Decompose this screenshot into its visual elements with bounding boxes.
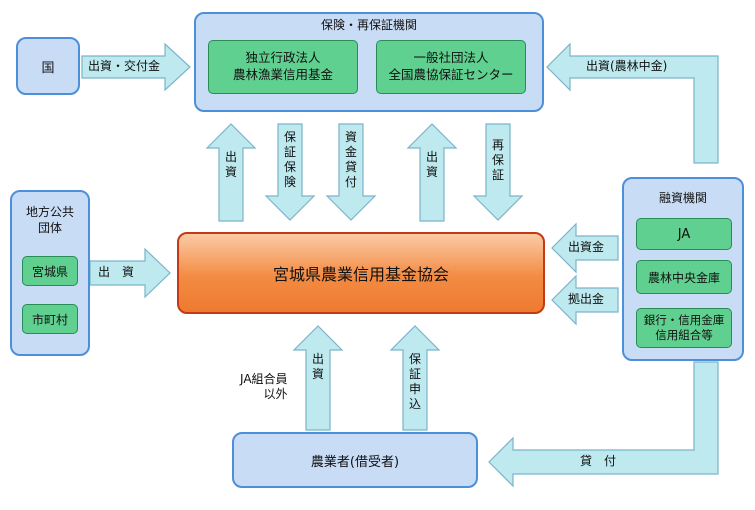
arrow-finance-contribution (551, 222, 619, 274)
label-farmer-up-note: JA組合員 以外 (240, 372, 288, 401)
label-finance-to-farmer: 貸 付 (580, 454, 617, 468)
label-finance-deposit: 拠出金 (568, 292, 605, 306)
arrow-kuni-to-insurance (81, 42, 191, 92)
label-main-up-1: 出資 (224, 150, 237, 179)
node-center: 一般社団法人 全国農協保証センター (376, 40, 526, 94)
label-main-up-2: 出資 (425, 150, 438, 179)
arrow-farmer-up-contribution (292, 325, 344, 431)
node-banks: 銀行・信用金庫 信用組合等 (636, 308, 732, 348)
arrow-local-to-main (89, 247, 171, 299)
arrow-main-up-2 (406, 123, 458, 222)
node-fund: 独立行政法人 農林漁業信用基金 (208, 40, 358, 94)
finance-title: 融資機関 (658, 191, 707, 205)
node-kuni: 国 (16, 37, 80, 95)
label-farmer-up-guarantee: 保証申込 (408, 352, 421, 411)
node-norinchukin: 農林中央金庫 (636, 260, 732, 294)
label-farmer-up-contribution: 出資 (311, 352, 324, 381)
label-down-fund-loan: 資金貸付 (344, 130, 357, 189)
node-farmer-label: 農業者(借受者) (310, 454, 400, 470)
arrow-down-reguarantee (472, 123, 524, 221)
label-local-to-main: 出 資 (98, 265, 135, 279)
arrow-finance-deposit (551, 274, 619, 326)
insurance-group-title: 保険・再保証機関 (320, 18, 417, 32)
node-ja: JA (636, 218, 732, 250)
arrow-farmer-up-guarantee (389, 325, 441, 431)
label-down-reguarantee: 再保証 (491, 138, 504, 182)
node-municipal: 市町村 (22, 304, 78, 334)
node-miyagi: 宮城県 (22, 256, 78, 286)
local-gov-title: 地方公共 団体 (25, 205, 74, 236)
arrow-main-up-1 (205, 123, 257, 222)
label-norinchukin-to-insurance: 出資(農林中金) (586, 59, 668, 73)
node-main-label: 宮城県農業信用基金協会 (272, 265, 449, 284)
arrow-down-fund-loan (325, 123, 377, 221)
label-down-guarantee-insurance: 保証保険 (283, 130, 296, 189)
node-kuni-label: 国 (41, 60, 55, 76)
arrow-norinchukin-to-insurance (546, 42, 719, 164)
node-main: 宮城県農業信用基金協会 (177, 232, 545, 314)
label-finance-contribution: 出資金 (568, 240, 605, 254)
arrow-finance-to-farmer (488, 361, 719, 488)
label-kuni-to-insurance: 出資・交付金 (88, 59, 161, 73)
arrow-down-guarantee-insurance (264, 123, 316, 221)
node-farmer: 農業者(借受者) (232, 432, 478, 488)
